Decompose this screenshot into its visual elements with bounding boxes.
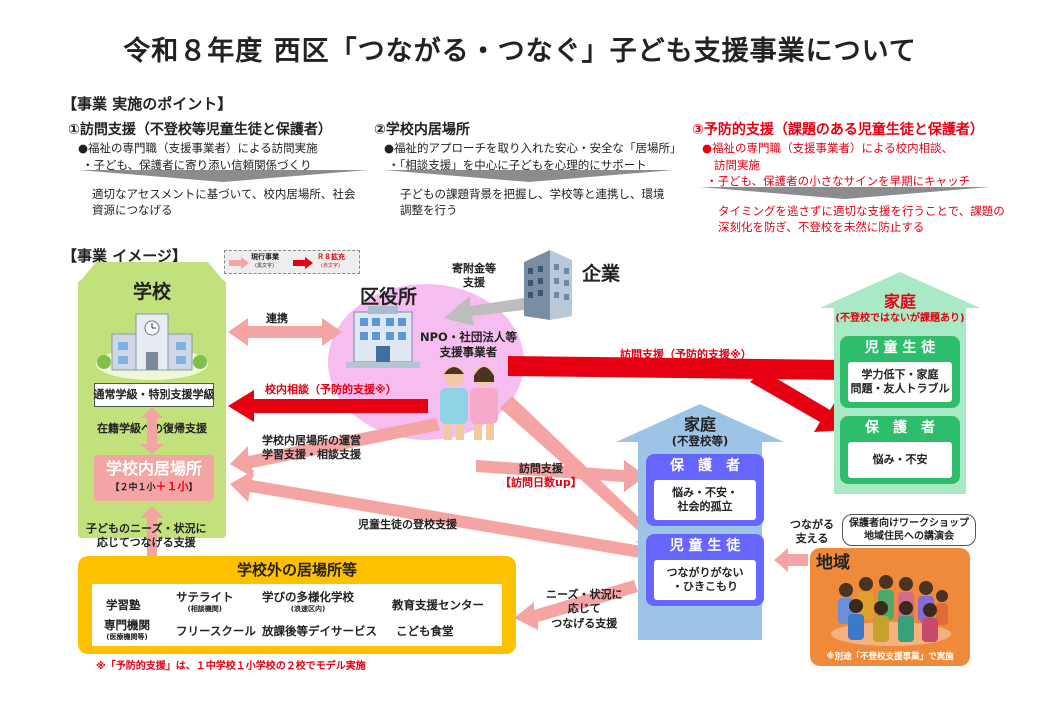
community-circle-icon xyxy=(831,575,951,646)
tokou-label: 児童生徒の登校支援 xyxy=(358,518,457,531)
point-2-line1: ●福祉的アプローチを取り入れた安心・安全な「居場所」 xyxy=(384,140,682,155)
center-parent-body: 悩み・不安・社会的孤立 xyxy=(654,480,756,520)
point-3: ③予防的支援（課題のある児童生徒と保護者） ●福祉の専門職（支援事業者）による校… xyxy=(692,121,1012,190)
center-parent-title: 保 護 者 xyxy=(670,458,740,474)
point-3-result: タイミングを逃さずに適切な支援を行うことで、課題の 深刻化を防ぎ、不登校を未然に… xyxy=(718,204,1005,234)
outside-satellite: サテライト (相談機関) xyxy=(176,590,234,613)
outside-senmon: 専門機関 (医療機関等) xyxy=(104,618,150,641)
point-3-line1b: 訪問実施 xyxy=(714,157,760,172)
outside-gakushu: 学習塾 xyxy=(106,598,141,612)
donation-label: 寄附金等 支援 xyxy=(452,262,496,290)
npo-label: NPO・社団法人等 支援事業者 xyxy=(420,330,517,359)
school-ibasho-box: 学校内居場所 【２中１小＋１小】 xyxy=(94,455,214,501)
konai-label: 校内相談（予防的支援※） xyxy=(265,383,397,396)
school-title: 学校 xyxy=(132,281,171,303)
point-2-down-arrow xyxy=(384,170,674,182)
point-1-result: 適切なアセスメントに基づいて、校内居場所、社会 資源につなげる xyxy=(92,187,356,217)
right-child-title: 児 童 生 徒 xyxy=(864,340,936,356)
point-3-line1: ●福祉の専門職（支援事業者）による校内相談、 xyxy=(702,140,954,155)
right-parent-title: 保 護 者 xyxy=(865,420,935,436)
right-home-sub: (不登校ではないが課題あり) xyxy=(835,313,965,324)
tsunagaru-label: つながる 支える xyxy=(790,518,834,546)
legend-current: 現行事業 xyxy=(251,253,279,261)
ibasho-run-label: 学校内居場所の運営 学習支援・相談支援 xyxy=(262,434,361,462)
point-1: ①訪問支援（不登校等児童生徒と保護者） ●福祉の専門職（支援事業者）による訪問実… xyxy=(68,121,378,173)
image-header: 【事業 イメージ】 xyxy=(62,247,187,265)
outside-free: フリースクール xyxy=(176,624,256,638)
school-vertical-arrow xyxy=(140,408,164,454)
visit-red-label: 訪問支援（予防的支援※） xyxy=(620,348,752,361)
page-title: 令和８年度 西区「つながる・つなぐ」子ども支援事業について xyxy=(123,36,917,67)
center-parent-box: 保 護 者 悩み・不安・社会的孤立 xyxy=(646,454,764,526)
point-1-title: ①訪問支援（不登校等児童生徒と保護者） xyxy=(68,122,332,138)
point-2: ②学校内居場所 ●福祉的アプローチを取り入れた安心・安全な「居場所」 ・「相談支… xyxy=(374,121,694,173)
community-note: ※別途「不登校支援事業」で実施 xyxy=(826,652,954,662)
center-home-sub: (不登校等) xyxy=(671,434,729,448)
point-2-result: 子どもの課題背景を把握し、学校等と連携し、環境 調整を行う xyxy=(400,187,665,217)
point-2-line2: ・「相談支援」を中心に子どもを心理的にサポート xyxy=(388,157,647,172)
needs-outside-label: ニーズ・状況に 応じて つなげる支援 xyxy=(546,588,623,630)
outside-title: 学校外の居場所等 xyxy=(236,561,357,579)
outside-manabi: 学びの多様化学校 (浪速区内) xyxy=(262,590,354,613)
outside-kodomo: こども食堂 xyxy=(396,624,454,638)
center-child-box: 児 童 生 徒 つながりがない・ひきこもり xyxy=(646,534,764,606)
ibasho-title: 学校内居場所 xyxy=(105,459,202,478)
point-1-line2: ・子ども、保護者に寄り添い信頼関係づくり xyxy=(82,157,312,172)
workshop-box: 保護者向けワークショップ 地域住民への講演会 xyxy=(842,514,976,546)
right-parent-body: 悩み・不安 xyxy=(848,442,952,478)
ibasho-sub: 【２中１小＋１小】 xyxy=(110,479,198,493)
right-parent-box: 保 護 者 悩み・不安 xyxy=(840,416,960,484)
legend-current-sub: (黒文字) xyxy=(255,263,274,269)
point-3-line2: ・子ども、保護者の小さなサインを早期にキャッチ xyxy=(706,174,971,189)
company-title: 企業 xyxy=(582,263,621,285)
right-home-title: 家庭 xyxy=(883,292,916,311)
school-roof xyxy=(78,262,226,284)
donation-arrow xyxy=(444,296,524,326)
needs-school-label: 子どものニーズ・状況に 応じてつなげる支援 xyxy=(86,522,207,550)
point-1-down-arrow xyxy=(78,170,368,182)
school-outside-arrow xyxy=(140,506,164,576)
office-building-icon xyxy=(524,250,572,320)
renkei-label: 連携 xyxy=(266,312,288,325)
ward-title: 区役所 xyxy=(360,286,418,308)
outside-houkago: 放課後等デイサービス xyxy=(262,624,377,638)
community-title: 地域 xyxy=(816,553,850,573)
legend-expand-arrow xyxy=(293,257,313,269)
visit-label: 訪問支援 【訪問日数up】 xyxy=(500,462,582,490)
right-child-body: 学力低下・家庭問題・友人トラブル xyxy=(848,362,952,402)
city-hall-icon xyxy=(346,306,420,368)
point-2-title: ②学校内居場所 xyxy=(374,122,470,138)
legend: 現行事業 (黒文字) Ｒ８拡充 (赤文字) xyxy=(224,250,360,274)
legend-expand: Ｒ８拡充 xyxy=(317,253,345,261)
staff-people-icon xyxy=(440,366,498,440)
center-child-body: つながりがない・ひきこもり xyxy=(654,560,756,600)
school-class-box: 通常学級・特別支援学級 xyxy=(94,383,215,407)
point-3-down-arrow xyxy=(700,187,990,199)
center-child-title: 児 童 生 徒 xyxy=(669,538,741,554)
legend-expand-sub: (赤文字) xyxy=(321,263,340,269)
point-1-line1: ●福祉の専門職（支援事業者）による訪問実施 xyxy=(78,140,318,155)
right-child-box: 児 童 生 徒 学力低下・家庭問題・友人トラブル xyxy=(840,336,960,408)
outside-inner xyxy=(92,584,502,646)
point-3-title: ③予防的支援（課題のある児童生徒と保護者） xyxy=(692,122,984,138)
school-building-icon xyxy=(96,313,208,380)
legend-current-arrow xyxy=(229,257,249,269)
center-home-title: 家庭 xyxy=(683,415,716,434)
outside-kyoiku: 教育支援センター xyxy=(392,598,484,612)
footnote: ※「予防的支援」は、１中学校１小学校の２校でモデル実施 xyxy=(96,661,366,672)
points-header: 【事業 実施のポイント】 xyxy=(62,95,233,113)
